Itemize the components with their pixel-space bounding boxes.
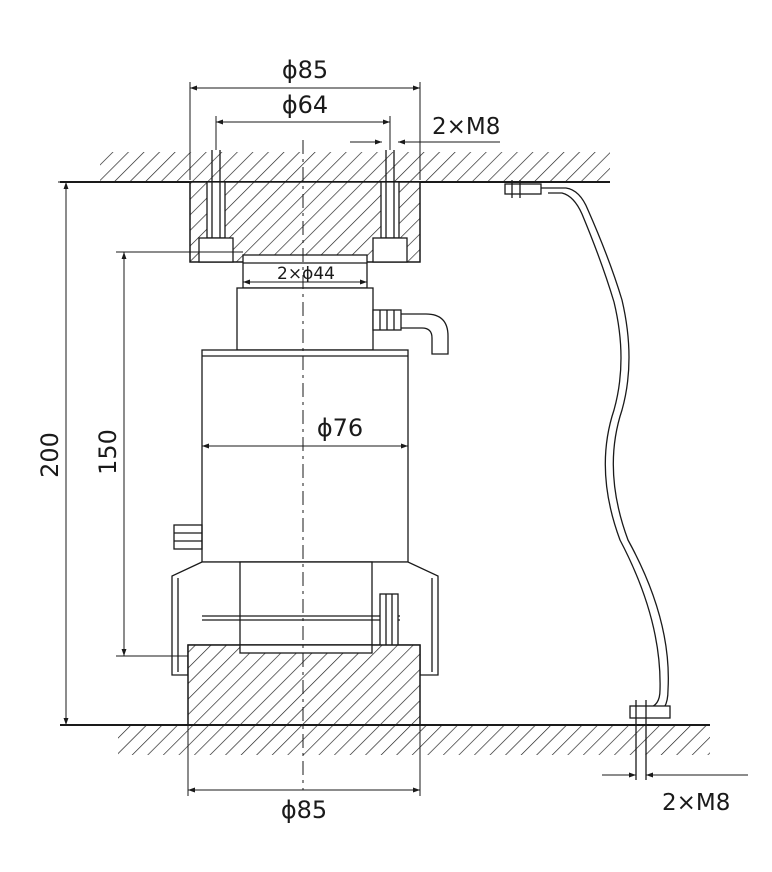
bottom-diameter-label: ϕ85 xyxy=(281,796,327,824)
total-height-label: 200 xyxy=(36,432,64,478)
cable-connector xyxy=(372,309,449,355)
bottom-bolts-label: 2×M8 xyxy=(662,790,730,816)
body-diameter-label: ϕ76 xyxy=(317,414,363,442)
top-diameter-label: ϕ85 xyxy=(282,56,328,84)
lower-housing xyxy=(171,561,439,676)
ground-strap xyxy=(504,180,671,780)
load-cell-body xyxy=(173,349,409,563)
ceiling-surface xyxy=(60,152,610,183)
floor-surface xyxy=(60,724,710,755)
dimension-lines xyxy=(58,82,748,796)
load-cell-neck xyxy=(236,287,374,351)
top-bolts-label: 2×M8 xyxy=(432,114,500,140)
bottom-block xyxy=(187,644,421,726)
cap-diameter-label: 2×ϕ44 xyxy=(277,264,335,284)
bolt-circle-label: ϕ64 xyxy=(282,91,328,119)
cell-height-label: 150 xyxy=(94,429,122,475)
